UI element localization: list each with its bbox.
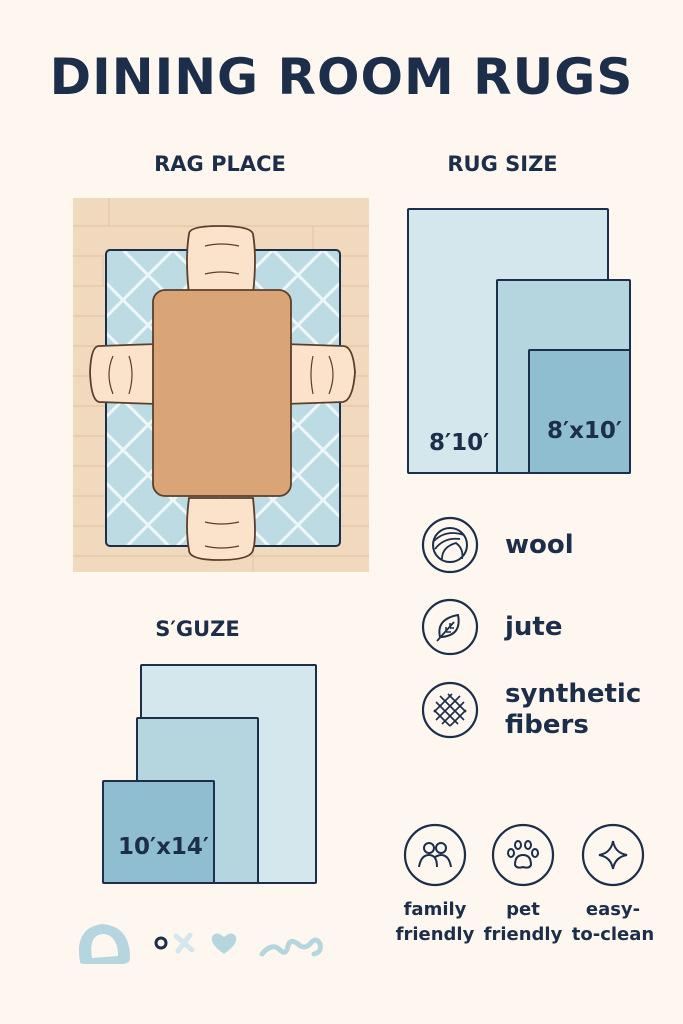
guide-rect-small [102, 780, 215, 884]
feature-label-line2: to-clean [571, 924, 655, 945]
guide-size-label: 10′x14′ [118, 834, 209, 860]
material-wool: wool [420, 515, 660, 575]
material-label: jute [505, 611, 563, 642]
material-synthetic: synthetic fibers [420, 679, 660, 741]
woven-fiber-icon [420, 680, 480, 740]
heart-doodle-icon [211, 933, 237, 954]
material-label-group: synthetic fibers [505, 679, 641, 741]
placement-illustration [73, 198, 369, 572]
rug-size-diagram: 8′10′ 8′x10′ [405, 206, 633, 474]
placement-section-label: RAG PLACE [154, 152, 286, 176]
feature-label-line1: easy- [585, 899, 641, 920]
chair-left [89, 343, 158, 405]
yarn-ball-icon [420, 515, 480, 575]
wave-doodle-icon [259, 937, 323, 957]
feature-easy-to-clean: easy- to-clean [568, 823, 658, 947]
people-icon [403, 823, 467, 887]
arch-doodle-icon [78, 924, 130, 964]
rug-size-section-label: RUG SIZE [447, 152, 558, 176]
page-title: DINING ROOM RUGS [49, 48, 634, 106]
material-label: wool [505, 529, 574, 560]
size-guide-section-label: S′GUZE [155, 617, 240, 641]
feature-pet-friendly: pet friendly [478, 823, 568, 947]
paw-icon [491, 823, 555, 887]
x-doodle-icon [173, 932, 195, 954]
size-rect-small [528, 349, 631, 474]
material-jute: jute [420, 597, 660, 657]
chair-bottom [186, 497, 256, 561]
dining-table [152, 289, 292, 497]
material-label-line1: synthetic [505, 679, 642, 709]
sparkle-icon [581, 823, 645, 887]
feature-label-line1: family [403, 899, 467, 920]
size-label-large: 8′10′ [429, 430, 490, 456]
leaf-icon [420, 597, 480, 657]
size-guide-diagram: 10′x14′ [100, 662, 320, 884]
material-label-line2: fibers [505, 710, 589, 740]
size-label-small: 8′x10′ [547, 418, 622, 444]
features-row: family friendly pet friendly [390, 823, 660, 953]
ring-doodle-icon [154, 936, 168, 950]
decorative-doodles [72, 918, 332, 974]
feature-label-line1: pet [506, 899, 540, 920]
chair-top [186, 225, 256, 295]
feature-family-friendly: family friendly [390, 823, 480, 947]
feature-label-line2: friendly [395, 924, 475, 945]
feature-label-line2: friendly [483, 924, 563, 945]
chair-right [284, 343, 356, 405]
